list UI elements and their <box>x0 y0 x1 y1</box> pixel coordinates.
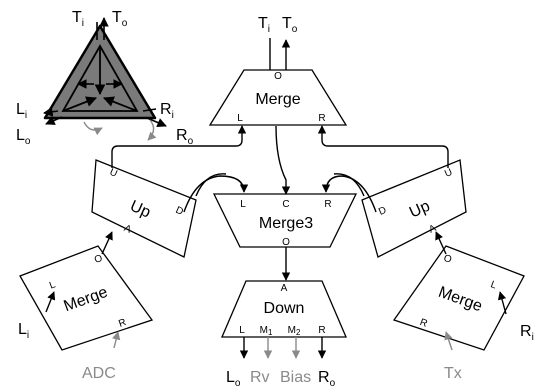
merge-left-port-o: O <box>93 253 104 266</box>
inset-label-lo: Lo <box>16 127 31 147</box>
down-port-a: A <box>281 283 288 294</box>
io-top-to: To <box>282 15 298 35</box>
io-top-ti: Ti <box>258 15 270 35</box>
block-down: Down A L M1 M2 R <box>221 280 347 338</box>
io-bias: Bias <box>280 369 311 386</box>
merge-top-title: Merge <box>255 91 300 108</box>
down-shape <box>221 280 347 338</box>
wire-merge-top-to-merge3 <box>275 125 291 195</box>
wire-li-in <box>45 291 56 313</box>
wire-merge-left-to-up-left <box>101 231 113 255</box>
io-tx: Tx <box>444 365 462 382</box>
merge3-shape <box>212 193 358 248</box>
merge-right-port-o: O <box>442 253 453 266</box>
merge3-title: Merge3 <box>259 215 313 232</box>
up-right-port-d: D <box>377 205 388 218</box>
merge3-port-l: L <box>240 199 246 210</box>
merge-top-port-o: O <box>274 71 282 82</box>
wire-merge3-to-up-right-d <box>333 173 365 197</box>
merge-left-port-r: R <box>117 317 128 330</box>
merge-left-port-l: L <box>48 279 57 291</box>
merge-top-shape <box>208 69 348 126</box>
down-port-m1: M1 <box>260 325 273 337</box>
inset-ro-arrow <box>146 117 167 128</box>
block-up-left: Up U D A <box>91 159 197 258</box>
inset-label-ri: Ri <box>160 101 174 121</box>
merge3-port-o: O <box>282 237 290 248</box>
merge-right-port-l: L <box>489 279 498 291</box>
inset-label-li: Li <box>16 101 27 121</box>
wire-ri-in <box>497 291 507 315</box>
up-right-shape <box>361 159 467 258</box>
inset-gray-arrow-left <box>83 121 103 136</box>
merge-right-shape <box>392 245 525 351</box>
down-port-m2: M2 <box>288 325 301 337</box>
merge3-port-c: C <box>282 199 289 210</box>
inset-triangle: Ti To Li Lo Ri Ro <box>16 9 194 147</box>
io-ri: Ri <box>520 323 534 343</box>
io-li: Li <box>18 321 29 341</box>
wire-up-right-d-to-merge3 <box>321 175 377 213</box>
io-ro: Ro <box>318 369 336 389</box>
io-adc: ADC <box>82 365 116 382</box>
block-merge-top: Merge O L R <box>208 69 348 126</box>
inset-inner-ring <box>61 44 139 112</box>
up-right-port-u: U <box>443 167 454 180</box>
down-port-r: R <box>318 325 325 336</box>
wire-adc-in <box>112 331 121 349</box>
up-left-port-d: D <box>174 205 185 218</box>
inset-arrow-right-center <box>102 96 138 112</box>
inset-lo-arrow <box>45 116 63 125</box>
down-title: Down <box>264 300 305 317</box>
wire-up-right-to-merge-top <box>317 125 449 168</box>
wire-merge-right-to-up-right <box>435 231 447 255</box>
up-left-title: Up <box>127 198 153 222</box>
merge3-port-r: R <box>324 199 331 210</box>
inset-label-ro: Ro <box>176 127 194 147</box>
merge-left-shape <box>19 245 154 351</box>
merge-top-port-r: R <box>318 113 325 124</box>
wire-merge3-to-up-left-d <box>195 173 227 197</box>
up-left-port-a: A <box>122 223 133 236</box>
inset-arrow-left-center <box>62 96 98 112</box>
wire-tx-in <box>444 331 453 351</box>
up-left-port-u: U <box>108 167 119 180</box>
block-up-right: Up U D A <box>361 159 467 258</box>
up-left-shape <box>91 159 197 258</box>
inset-li-arrow <box>43 107 59 117</box>
wire-up-left-d-to-merge3 <box>183 175 249 213</box>
inset-ri-stem <box>142 108 157 112</box>
merge-top-port-l: L <box>237 113 243 124</box>
up-right-title: Up <box>407 198 433 222</box>
down-port-l: L <box>239 325 245 336</box>
merge-right-port-r: R <box>418 317 429 330</box>
io-rv: Rv <box>250 369 270 386</box>
inset-label-to: To <box>112 9 128 29</box>
block-merge-right: Merge O L R <box>392 245 525 351</box>
inset-label-ti: Ti <box>72 9 84 29</box>
io-lo: Lo <box>226 369 241 389</box>
inset-gray-arrow-right <box>147 119 157 141</box>
block-merge-left: Merge O L R <box>19 245 154 351</box>
block-merge3: Merge3 L C R O <box>212 193 358 248</box>
up-right-port-a: A <box>427 223 438 236</box>
wire-up-left-to-merge-top <box>111 125 247 168</box>
